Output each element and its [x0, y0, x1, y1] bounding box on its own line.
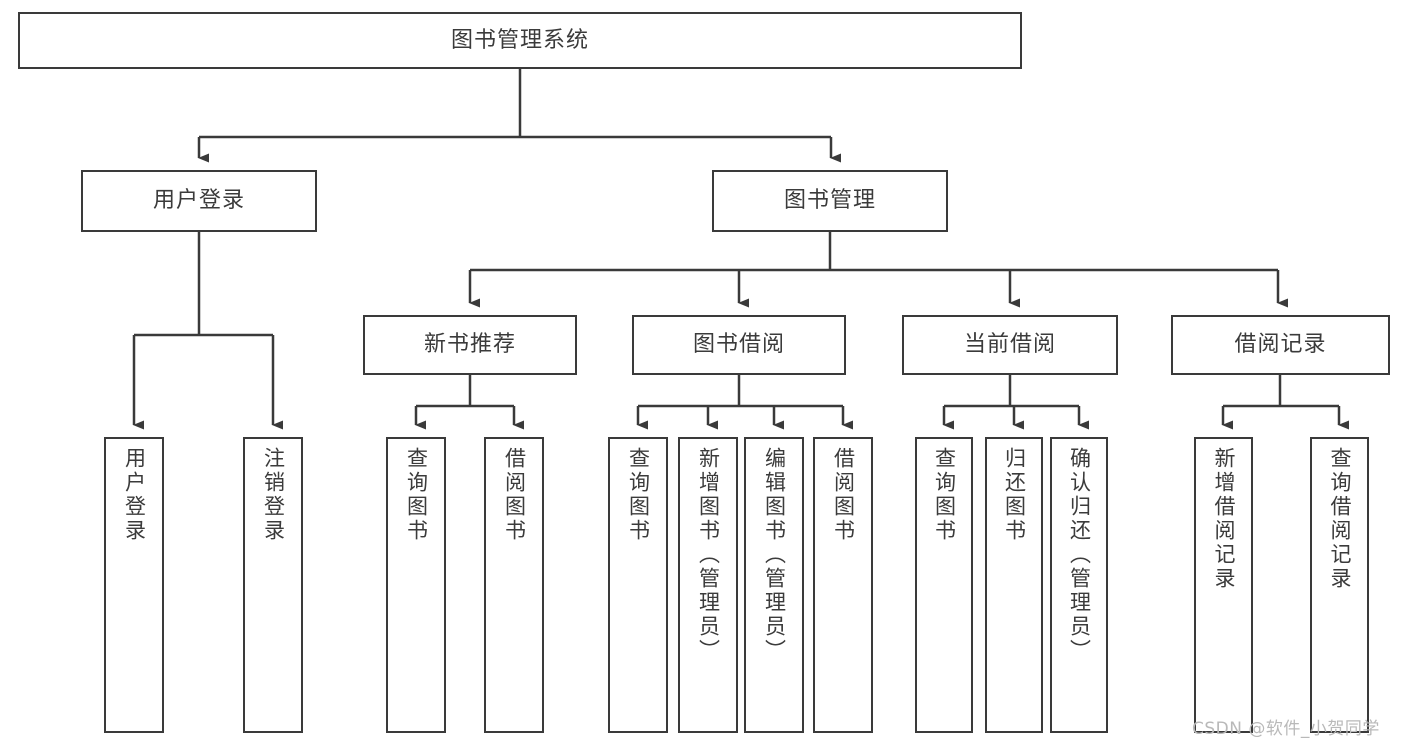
node-user-login-label: 用户登录: [152, 188, 245, 214]
node-leaf-query-book-2-label: 查询图书: [626, 447, 651, 543]
node-leaf-user-login-label: 用户登录: [122, 447, 147, 543]
node-root-label: 图书管理系统: [450, 27, 589, 53]
node-leaf-query-record[interactable]: 查询借阅记录: [1310, 437, 1369, 733]
node-leaf-query-book-3[interactable]: 查询图书: [915, 437, 973, 733]
node-leaf-borrow-book-2-label: 借阅图书: [831, 447, 856, 543]
csdn-watermark: CSDN @软件_小贺同学: [1192, 719, 1380, 739]
node-leaf-return-book-label: 归还图书: [1002, 447, 1027, 543]
node-leaf-add-record-label: 新增借阅记录: [1212, 447, 1236, 591]
node-leaf-add-book[interactable]: 新增图书（管理员）: [678, 437, 738, 733]
node-leaf-query-book-3-label: 查询图书: [932, 447, 957, 543]
node-leaf-edit-book-label: 编辑图书（管理员）: [762, 447, 787, 663]
node-leaf-borrow-book-1-label: 借阅图书: [502, 447, 527, 543]
node-leaf-query-book-2[interactable]: 查询图书: [608, 437, 668, 733]
node-leaf-user-login[interactable]: 用户登录: [104, 437, 164, 733]
node-leaf-return-book[interactable]: 归还图书: [985, 437, 1043, 733]
node-book-manage[interactable]: 图书管理: [712, 170, 948, 232]
node-leaf-confirm-return[interactable]: 确认归还（管理员）: [1050, 437, 1108, 733]
node-book-manage-label: 图书管理: [783, 188, 876, 214]
node-leaf-logout-label: 注销登录: [261, 447, 286, 543]
node-current-borrow-label: 当前借阅: [963, 332, 1056, 358]
node-leaf-add-book-label: 新增图书（管理员）: [696, 447, 721, 663]
node-current-borrow[interactable]: 当前借阅: [902, 315, 1118, 375]
node-leaf-borrow-book-2[interactable]: 借阅图书: [813, 437, 873, 733]
node-leaf-borrow-book-1[interactable]: 借阅图书: [484, 437, 544, 733]
node-borrow-record[interactable]: 借阅记录: [1171, 315, 1390, 375]
node-borrow-record-label: 借阅记录: [1234, 332, 1327, 358]
node-leaf-query-book-1[interactable]: 查询图书: [386, 437, 446, 733]
node-leaf-logout[interactable]: 注销登录: [243, 437, 303, 733]
node-new-book-rec-label: 新书推荐: [423, 332, 516, 358]
node-new-book-rec[interactable]: 新书推荐: [363, 315, 577, 375]
node-user-login[interactable]: 用户登录: [81, 170, 317, 232]
node-leaf-add-record[interactable]: 新增借阅记录: [1194, 437, 1253, 733]
node-book-borrow[interactable]: 图书借阅: [632, 315, 846, 375]
node-book-borrow-label: 图书借阅: [692, 332, 785, 358]
node-leaf-query-record-label: 查询借阅记录: [1328, 447, 1352, 591]
node-leaf-edit-book[interactable]: 编辑图书（管理员）: [744, 437, 804, 733]
node-leaf-query-book-1-label: 查询图书: [404, 447, 429, 543]
node-leaf-confirm-return-label: 确认归还（管理员）: [1067, 447, 1092, 663]
node-root[interactable]: 图书管理系统: [18, 12, 1022, 69]
